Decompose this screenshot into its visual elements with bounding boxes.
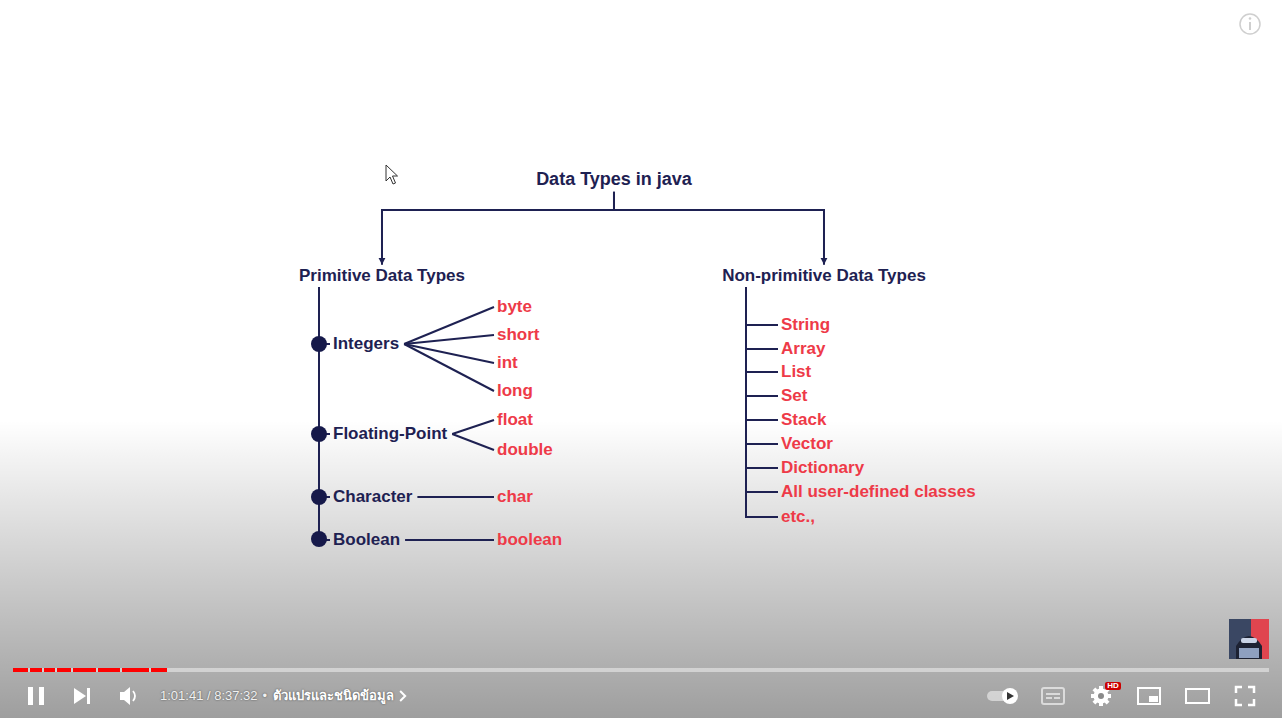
group-label: Floating-Point xyxy=(330,423,450,445)
node-text: etc., xyxy=(781,507,815,527)
node-text: Data Types in java xyxy=(536,169,692,191)
bullet-dot xyxy=(311,489,327,505)
root-heading: Data Types in java xyxy=(533,168,695,192)
hd-badge: HD xyxy=(1105,682,1121,691)
category-heading: Primitive Data Types xyxy=(296,265,468,287)
connector xyxy=(382,192,614,265)
type-label: int xyxy=(494,352,521,374)
type-label: Dictionary xyxy=(778,457,867,479)
type-label: etc., xyxy=(778,506,818,528)
type-label: float xyxy=(494,409,536,431)
node-text: long xyxy=(497,381,533,401)
connector xyxy=(404,344,494,363)
node-text: Dictionary xyxy=(781,458,864,478)
connector xyxy=(319,287,330,434)
node-text: Primitive Data Types xyxy=(299,266,465,286)
node-text: double xyxy=(497,440,553,460)
chapter-title: ตัวแปรและชนิดข้อมูล xyxy=(273,688,394,704)
category-heading: Non-primitive Data Types xyxy=(719,265,929,287)
node-text: Boolean xyxy=(333,530,400,550)
node-text: char xyxy=(497,487,533,507)
node-text: Stack xyxy=(781,410,826,430)
node-text: List xyxy=(781,362,811,382)
connector xyxy=(746,287,778,349)
chapter-chevron xyxy=(400,691,405,701)
type-label: short xyxy=(494,324,543,346)
connector xyxy=(417,496,494,498)
node-text: Set xyxy=(781,386,807,406)
connector xyxy=(746,287,778,468)
connector xyxy=(746,287,778,396)
node-text: boolean xyxy=(497,530,562,550)
node-text: String xyxy=(781,315,830,335)
time-readout: 1:01:41 / 8:37:32 xyxy=(160,688,258,704)
connector xyxy=(746,287,778,492)
connector xyxy=(452,420,494,434)
node-text: byte xyxy=(497,297,532,317)
connector xyxy=(452,434,494,450)
node-text: int xyxy=(497,353,518,373)
node-text: All user-defined classes xyxy=(781,482,976,502)
connector xyxy=(746,287,778,372)
connector xyxy=(746,287,778,325)
group-label: Boolean xyxy=(330,529,403,551)
type-label: String xyxy=(778,314,833,336)
separator: • xyxy=(263,688,268,704)
connector xyxy=(746,287,778,444)
bullet-dot xyxy=(311,336,327,352)
node-text: Integers xyxy=(333,334,399,354)
group-label: Integers xyxy=(330,333,402,355)
group-label: Character xyxy=(330,486,415,508)
node-text: Floating-Point xyxy=(333,424,447,444)
node-text: Array xyxy=(781,339,825,359)
type-label: double xyxy=(494,439,556,461)
type-label: boolean xyxy=(494,529,565,551)
control-shade xyxy=(0,420,1282,718)
type-label: Vector xyxy=(778,433,836,455)
bullet-dot xyxy=(311,531,327,547)
node-text: short xyxy=(497,325,540,345)
connector xyxy=(404,307,494,344)
type-label: Set xyxy=(778,385,810,407)
player-controls xyxy=(28,686,1254,706)
type-label: long xyxy=(494,380,536,402)
type-label: Stack xyxy=(778,409,829,431)
bullet-dot xyxy=(311,426,327,442)
connector xyxy=(404,344,494,391)
info-icon xyxy=(1240,14,1260,34)
connector xyxy=(319,287,330,344)
progress-bar xyxy=(13,668,1269,672)
connector xyxy=(614,192,824,265)
connector xyxy=(404,335,494,344)
channel-avatar xyxy=(1229,619,1269,659)
node-text: float xyxy=(497,410,533,430)
node-text: Non-primitive Data Types xyxy=(722,266,926,286)
connector xyxy=(319,287,330,497)
connector xyxy=(405,539,494,541)
type-label: List xyxy=(778,361,814,383)
node-text: Vector xyxy=(781,434,833,454)
type-label: All user-defined classes xyxy=(778,481,979,503)
connector xyxy=(746,287,778,517)
connector xyxy=(746,287,778,420)
type-label: byte xyxy=(494,296,535,318)
node-text: Character xyxy=(333,487,412,507)
type-label: char xyxy=(494,486,536,508)
type-label: Array xyxy=(778,338,828,360)
mouse-cursor xyxy=(386,165,398,184)
